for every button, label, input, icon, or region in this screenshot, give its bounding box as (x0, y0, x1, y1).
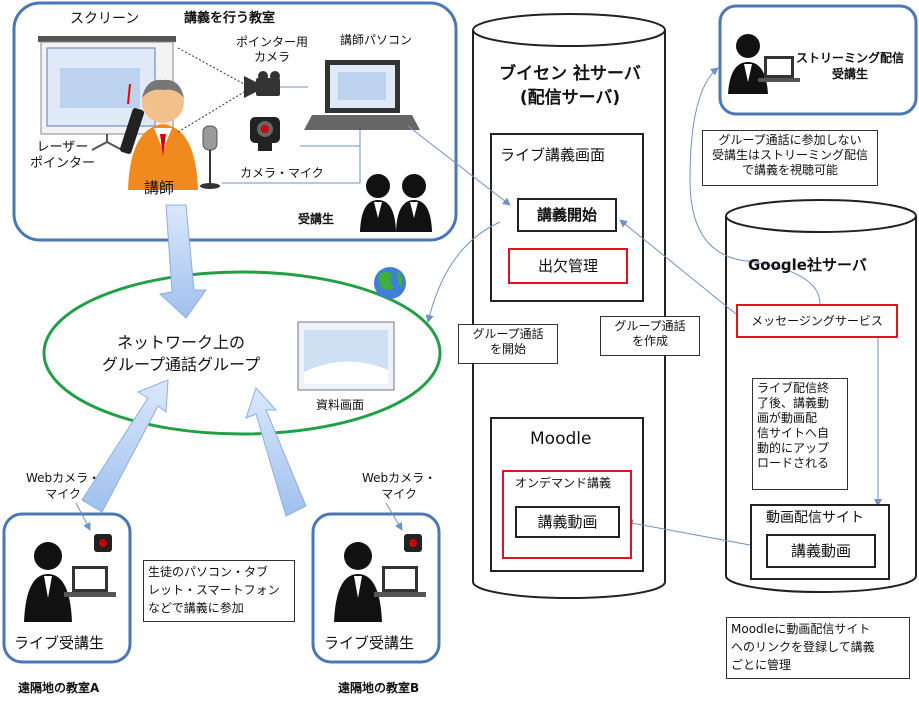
vsen-title: ブイセン 社サーバ (配信サーバ) (499, 64, 641, 108)
students-icon (360, 174, 432, 232)
webcam-icon (250, 117, 280, 151)
arrow-b-to-group (245, 387, 307, 517)
microphone-icon (200, 125, 220, 189)
teacher-pc-label: 講師パソコン (340, 33, 413, 47)
remote-b-place-label: 遠隔地の教室B (338, 681, 420, 695)
camera-mic-label: カメラ・マイク (240, 166, 324, 180)
google-title: Google社サーバ (748, 256, 867, 274)
remote-b-student-label: ライブ受講生 (324, 634, 415, 652)
moodle-register-note: Moodleに動画配信サイト へのリンクを登録して講義 ごとに管理 (726, 617, 910, 679)
ondemand-label: オンデマンド講義 (515, 476, 612, 490)
site-lecture-video: 講義動画 (766, 534, 876, 568)
laser-pointer-icon (119, 83, 145, 154)
pointer-camera-icon (244, 71, 280, 98)
arrow-videosite-to-moodle (625, 519, 767, 549)
screen-label: スクリーン (70, 11, 140, 27)
moodle-label: Moodle (530, 429, 592, 449)
auto-upload-note: ライブ配信終 了後、講義動 画が動画配 信サイトへ自 動的にアップ ロードされる (752, 378, 848, 490)
create-call-note: グループ通話 を作成 (600, 316, 700, 356)
remote-a-device-label: Webカメラ・ マイク (26, 471, 101, 501)
teacher-label: 講師 (144, 179, 175, 197)
video-site-label: 動画配信サイト (766, 510, 864, 526)
material-screen-thumb (297, 321, 395, 391)
laser-pointer-label: レーザー ポインター (30, 140, 96, 171)
classroom-title: 講義を行う教室 (184, 11, 276, 26)
arrow-start-to-group (425, 221, 501, 323)
remote-a-place-label: 遠隔地の教室A (18, 681, 100, 695)
group-call-ellipse (42, 270, 442, 436)
teacher-laptop-icon (304, 60, 420, 130)
streaming-frame (718, 4, 918, 116)
globe-icon (374, 267, 406, 299)
start-call-note: グループ通話 を開始 (458, 324, 558, 364)
streaming-student-icon (728, 34, 800, 94)
arrow-pc-to-start (407, 125, 511, 206)
attendance-box: 出欠管理 (508, 248, 628, 284)
arrow-teacher-to-group (158, 204, 207, 319)
arrow-start-messaging (619, 219, 737, 315)
group-call-label: ネットワーク上の グループ通話グループ (102, 333, 261, 374)
moodle-lecture-video: 講義動画 (515, 506, 620, 538)
pointer-camera-label: ポインター用 カメラ (236, 35, 309, 64)
lecture-start-box: 講義開始 (517, 198, 617, 232)
live-screen-label: ライブ講義画面 (500, 146, 606, 164)
students-label: 受講生 (298, 212, 335, 226)
teacher-icon (128, 79, 198, 190)
device-note: 生徒のパソコン・タブ レット・スマートフォン などで講義に参加 (143, 560, 295, 622)
arrow-a-to-group (81, 379, 169, 513)
remote-a-student-icon (24, 534, 116, 622)
remote-b-device-label: Webカメラ・ マイク (362, 471, 437, 501)
messaging-service-box: メッセージングサービス (736, 304, 898, 338)
streaming-label: ストリーミング配信 受講生 (796, 51, 905, 81)
arrow-messaging-to-streaming (689, 67, 821, 305)
material-screen-label: 資料画面 (316, 398, 365, 412)
remote-b-student-icon (334, 534, 426, 622)
streaming-only-note: グループ通話に参加しない 受講生はストリーミング配信 で講義を視聴可能 (702, 130, 878, 186)
remote-a-student-label: ライブ受講生 (14, 634, 105, 652)
